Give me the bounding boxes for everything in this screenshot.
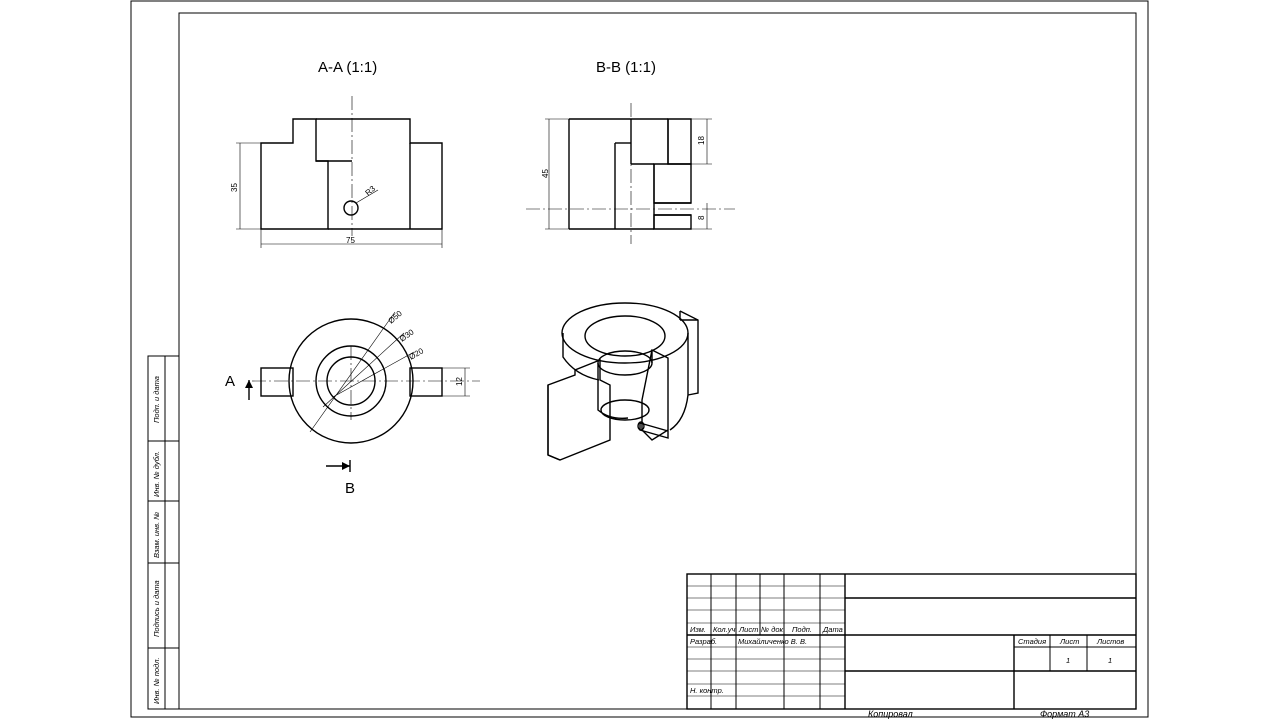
dim-d30: Ø30 <box>398 327 416 343</box>
iso-hatch-right <box>641 348 669 441</box>
tb-listov-value: 1 <box>1108 656 1112 665</box>
dim-d20: Ø20 <box>408 346 426 362</box>
section-a-hole <box>343 200 359 216</box>
section-b-hatch-mid <box>653 163 692 204</box>
dim-r3: R3 <box>364 184 378 198</box>
section-a-a: A-A (1:1) R3 35 75 <box>230 59 443 248</box>
tb-header-izm: Изм. <box>690 625 706 634</box>
footer-copied: Копировал <box>868 709 913 719</box>
section-a-title: A-A (1:1) <box>318 59 377 76</box>
section-b-hatch-top <box>667 118 692 165</box>
dim-d50: Ø50 <box>387 309 405 326</box>
section-b-hatch-bot <box>653 214 692 230</box>
side-strip: Подп. и дата Инв. № дубл. Взам. инв. № П… <box>147 355 180 710</box>
isometric-view <box>547 302 699 461</box>
section-b-b: B-B (1:1) 45 18 8 <box>526 59 735 244</box>
tb-nkontr-label: Н. контр. <box>690 686 724 695</box>
footer-format: Формат А3 <box>1040 709 1089 719</box>
section-a-hatched-region <box>260 118 329 230</box>
dim-35: 35 <box>230 183 239 192</box>
cut-label-b: B <box>345 480 355 497</box>
tb-list-value: 1 <box>1066 656 1070 665</box>
side-label-inv-podl: Инв. № подл. <box>152 657 161 704</box>
tb-list-label: Лист <box>1059 637 1079 646</box>
tb-stadia-label: Стадия <box>1018 637 1046 646</box>
tb-header-list: Лист <box>738 625 758 634</box>
side-label-podp-data: Подп. и дата <box>152 376 161 423</box>
top-view: Ø50 Ø30 Ø20 12 A B <box>225 309 480 497</box>
sheet-outer-border <box>130 0 1149 718</box>
title-block: Изм. Кол.уч Лист № док. Подп. Дата Разра… <box>686 573 1137 710</box>
side-label-vzam-inv: Взам. инв. № <box>152 512 161 558</box>
tb-header-data: Дата <box>822 625 843 634</box>
dim-12: 12 <box>455 377 464 386</box>
tb-razrab-name: Михайличенко В. В. <box>738 637 807 646</box>
side-label-inv-dubl: Инв. № дубл. <box>152 451 161 497</box>
tb-razrab-label: Разраб. <box>690 637 717 646</box>
dim-75: 75 <box>346 236 355 245</box>
cut-label-a: A <box>225 373 235 390</box>
tb-header-kolvo: Кол.уч <box>713 625 735 634</box>
dim-8: 8 <box>697 215 706 220</box>
dim-45: 45 <box>541 169 550 178</box>
section-b-title: B-B (1:1) <box>596 59 656 76</box>
tb-listov-label: Листов <box>1096 637 1124 646</box>
dim-18: 18 <box>697 136 706 145</box>
side-label-podpis-data: Подпись и дата <box>152 580 161 637</box>
tb-header-dok: № док. <box>761 625 785 634</box>
tb-header-podp: Подп. <box>792 625 812 634</box>
section-a-outline <box>316 118 443 230</box>
